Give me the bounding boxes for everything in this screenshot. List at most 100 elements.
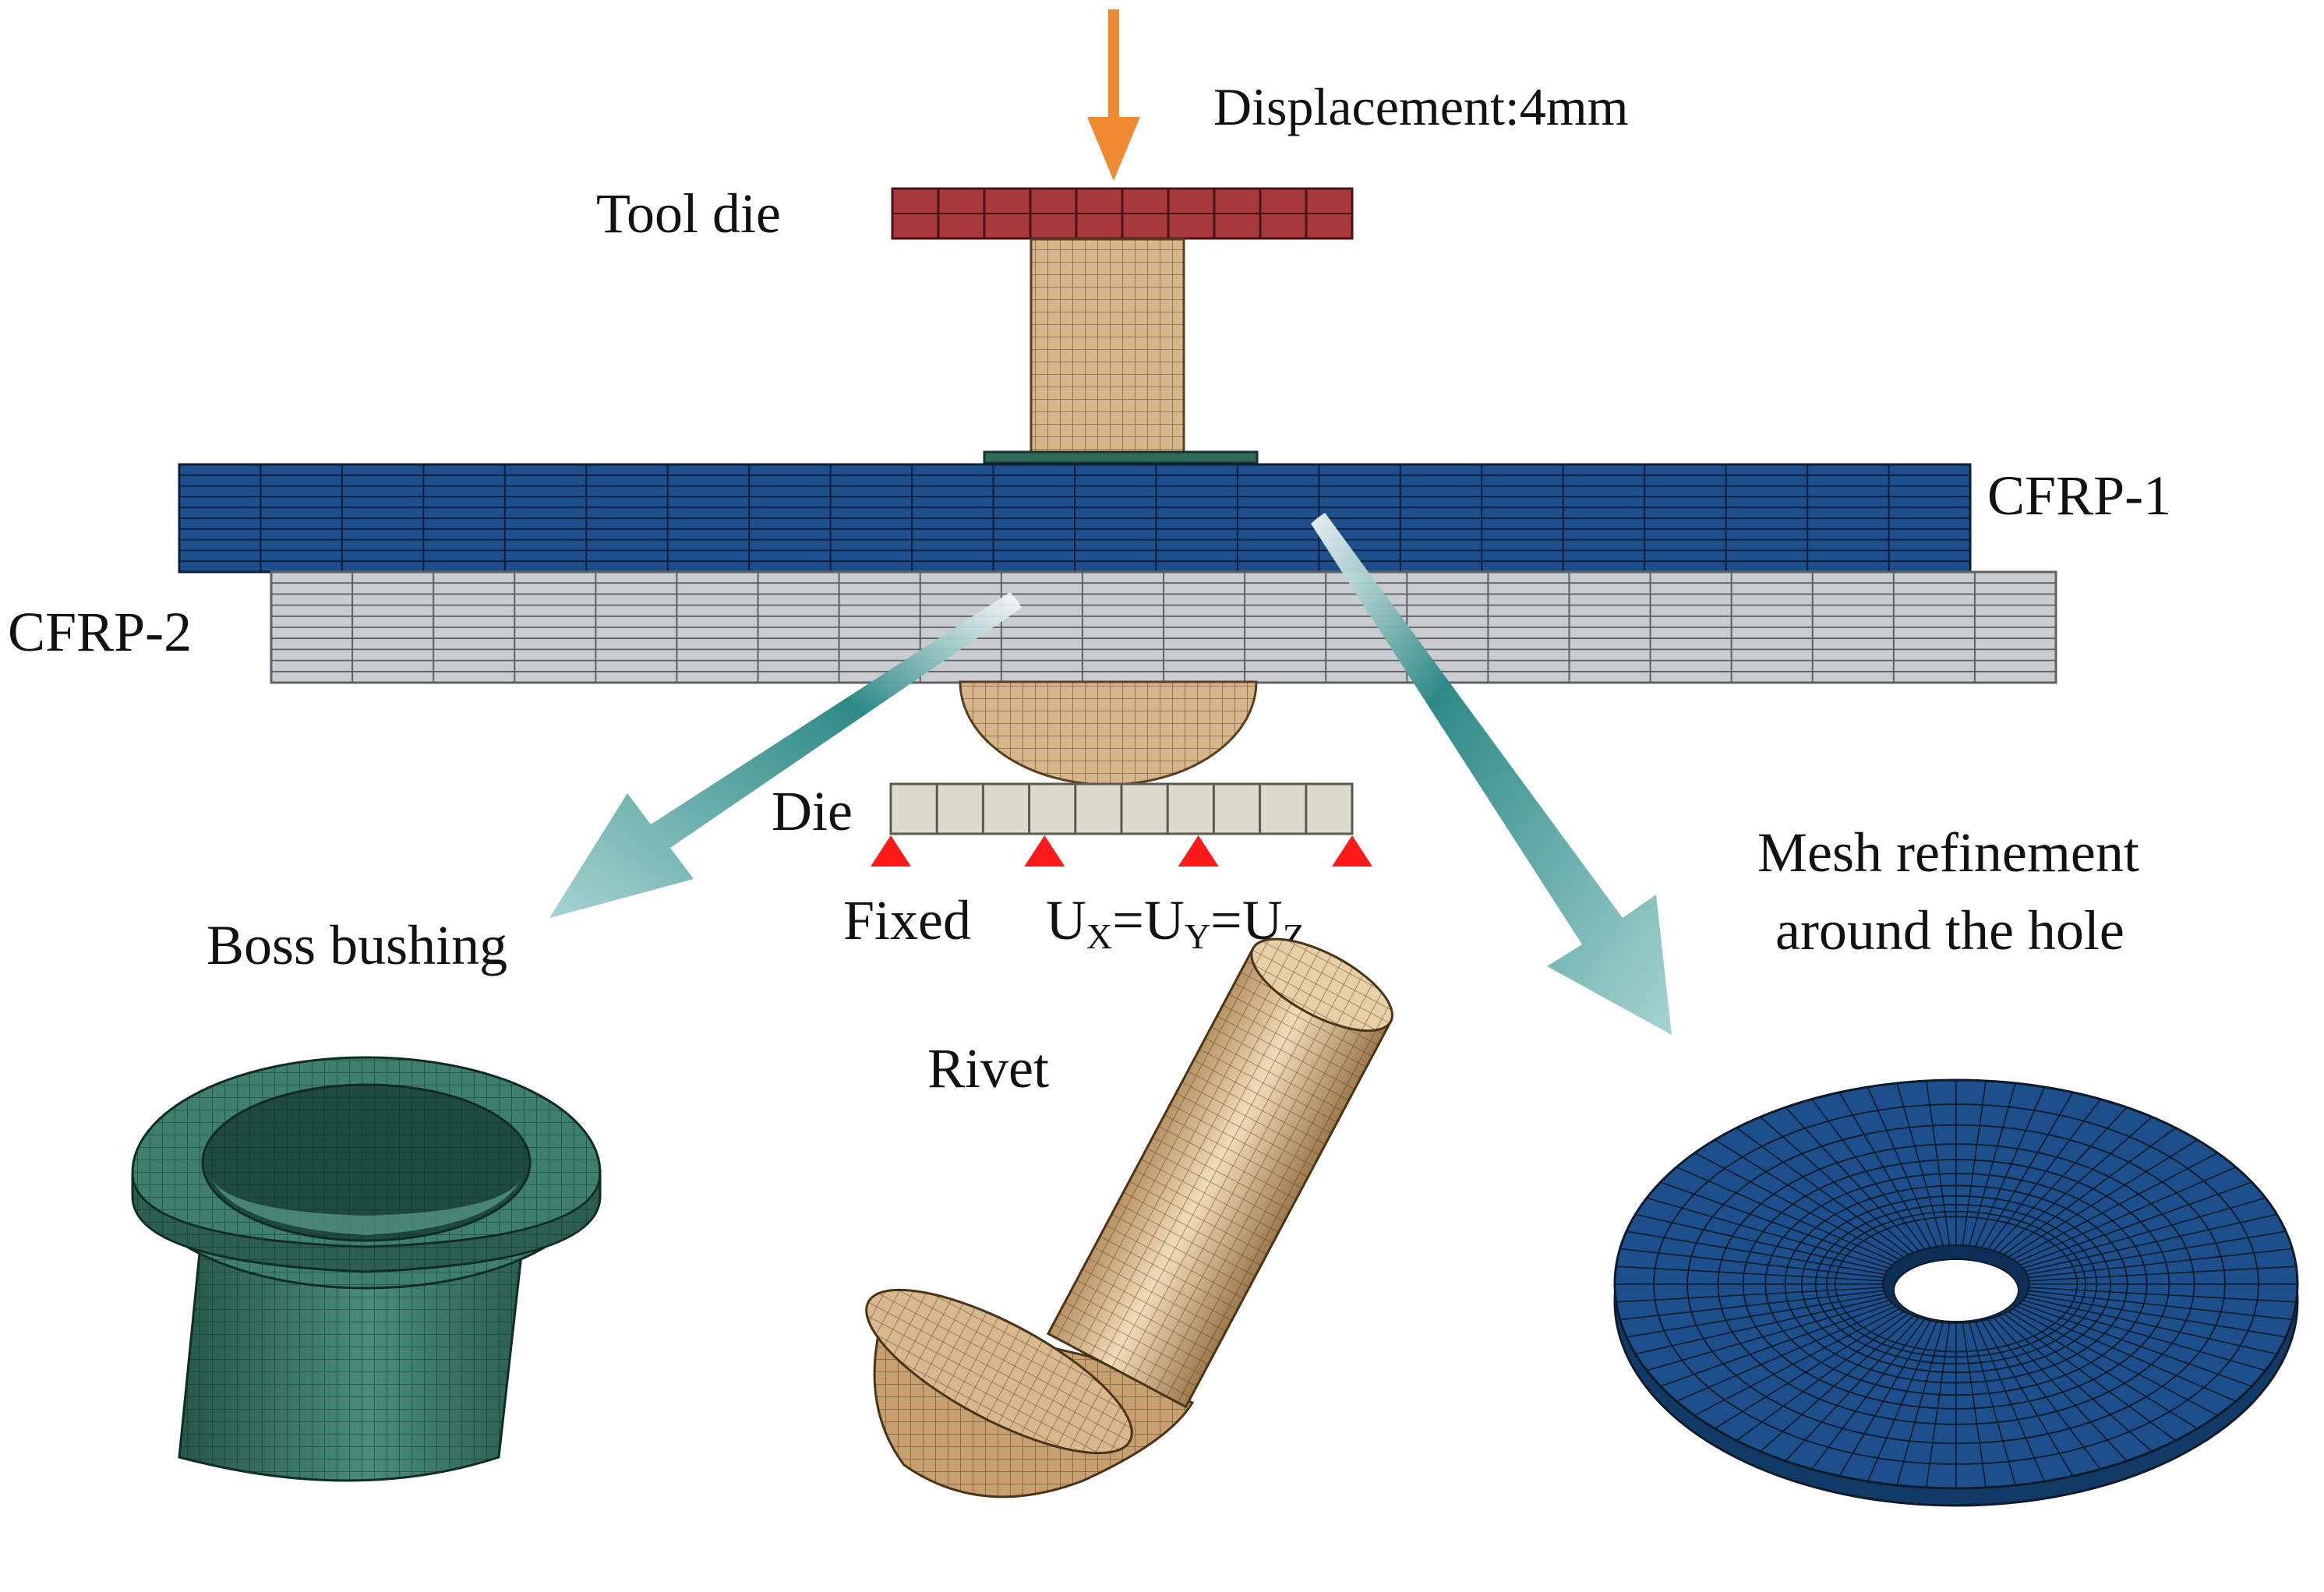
- disk-spoke-line: [2007, 1301, 2237, 1403]
- disk-spoke-line: [1736, 1307, 1917, 1442]
- disk-spoke-line: [2017, 1289, 2293, 1321]
- disk-spoke-line: [2012, 1297, 2266, 1371]
- disk-spoke-line: [1982, 1099, 2101, 1257]
- disk-spoke-line: [2016, 1230, 2287, 1277]
- disk-spoke-line: [2017, 1248, 2293, 1280]
- disk-spoke-line: [2003, 1152, 2218, 1265]
- disk-spoke-line: [1619, 1289, 1895, 1321]
- disk-spoke-line: [1676, 1166, 1905, 1267]
- disk-spoke-line: [1971, 1314, 2046, 1482]
- disk-spoke-line: [2018, 1265, 2297, 1283]
- fixed-label: Fixed: [843, 889, 971, 951]
- disk-spoke-line: [1660, 1299, 1902, 1387]
- disk-spoke-line: [1736, 1127, 1917, 1262]
- disk-spoke-line: [1867, 1086, 1941, 1255]
- disk-spoke-line: [1616, 1286, 1895, 1303]
- disk-spoke-line: [2018, 1286, 2297, 1303]
- rivet-shank-section: [1030, 238, 1185, 459]
- disk-spoke-line: [1991, 1116, 2153, 1259]
- disk-spoke-line: [2007, 1166, 2237, 1267]
- disk-spoke-line: [1971, 1086, 2046, 1255]
- bushing-flange-section: [983, 450, 1259, 464]
- rivet-head-section: [959, 680, 1258, 786]
- disk-spoke-line: [1982, 1311, 2101, 1470]
- disk-spoke-line: [1926, 1080, 1951, 1254]
- boss-bushing-label: Boss bushing: [207, 914, 507, 976]
- rivet-label: Rivet: [927, 1037, 1049, 1100]
- disk-spoke-line: [1838, 1092, 1936, 1255]
- disk-spoke-line: [1616, 1265, 1895, 1283]
- disk-spoke-line: [1976, 1313, 2074, 1477]
- disk-spoke-line: [1676, 1301, 1905, 1403]
- callout-arrow-right-icon: [1311, 513, 1672, 1035]
- disk-spoke-line: [1626, 1291, 1896, 1338]
- disk-spoke-line: [1995, 1127, 2177, 1262]
- disk-spoke-line: [1961, 1080, 1987, 1254]
- disk-spoke-line: [1867, 1314, 1941, 1482]
- disk-spoke-line: [1635, 1213, 1898, 1275]
- boss-bushing-model: [131, 1056, 602, 1482]
- load-arrow-head: [1087, 117, 1140, 181]
- disk-spoke-line: [1646, 1197, 1900, 1272]
- support-markers: [871, 835, 1372, 867]
- disk-spoke-line: [2003, 1304, 2218, 1417]
- disk-spoke-line: [1694, 1152, 1909, 1265]
- support-triangle-icon: [871, 835, 911, 867]
- disk-spoke-line: [1966, 1315, 2016, 1486]
- support-triangle-icon: [1024, 835, 1065, 867]
- disk-spoke-line: [1991, 1309, 2153, 1453]
- disk-spoke-line: [1714, 1305, 1913, 1429]
- disk-spoke-line: [1714, 1139, 1913, 1263]
- mesh-refinement-label-line2: around the hole: [1775, 899, 2124, 962]
- cfrp1-plate: [178, 463, 1972, 574]
- tool-die-label: Tool die: [596, 182, 781, 245]
- die-label: Die: [772, 780, 853, 842]
- disk-spoke-line: [2012, 1197, 2266, 1272]
- cfrp2-plate: [270, 570, 2057, 684]
- disk-spoke-line: [1896, 1082, 1946, 1254]
- disk-spoke-line: [1987, 1107, 2128, 1258]
- mesh-refinement-label-line1: Mesh refinement: [1757, 821, 2139, 884]
- disk-spoke-line: [1646, 1297, 1900, 1371]
- disk-spoke-line: [1626, 1230, 1896, 1277]
- disk-spoke-line: [1896, 1315, 1946, 1486]
- displacement-label: Displacement:4mm: [1213, 77, 1629, 136]
- support-triangle-icon: [1332, 835, 1372, 867]
- disk-spoke-line: [1838, 1313, 1936, 1477]
- cfrp1-label: CFRP-1: [1987, 464, 2171, 527]
- disk-spoke-line: [1926, 1315, 1951, 1488]
- disk-spoke-line: [1995, 1307, 2177, 1442]
- disk-spoke-line: [1635, 1294, 1898, 1355]
- support-triangle-icon: [1178, 835, 1219, 867]
- refined-mesh-disk-model: [1613, 1078, 2299, 1507]
- disk-spoke-line: [1619, 1248, 1895, 1280]
- disk-spoke-line: [2000, 1305, 2199, 1429]
- disk-spoke-line: [2010, 1299, 2252, 1387]
- disk-spoke-line: [1660, 1181, 1902, 1269]
- disk-spoke-line: [2000, 1139, 2199, 1263]
- disk-spoke-line: [2016, 1291, 2287, 1338]
- disk-spoke-line: [1811, 1311, 1930, 1470]
- disk-spoke-line: [1760, 1309, 1921, 1453]
- disk-spoke-line: [2010, 1181, 2252, 1269]
- cfrp2-label: CFRP-2: [8, 601, 192, 663]
- disk-spoke-line: [2014, 1213, 2277, 1275]
- disk-spoke-line: [1785, 1311, 1926, 1462]
- disk-spoke-line: [1961, 1315, 1987, 1488]
- disk-spoke-line: [1976, 1092, 2074, 1255]
- rivet-model: [865, 937, 1393, 1498]
- tool-die: [891, 187, 1354, 240]
- load-arrow-shaft: [1108, 9, 1119, 126]
- callout-arrow-left-icon: [549, 592, 1022, 918]
- disk-spoke-line: [1987, 1311, 2128, 1462]
- load-arrow-icon: [1087, 9, 1140, 181]
- disk-spoke-line: [2014, 1294, 2277, 1355]
- disk-hole: [1893, 1258, 2019, 1322]
- disk-spoke-line: [1811, 1099, 1930, 1257]
- disk-spoke-line: [1785, 1107, 1926, 1258]
- die-block: [889, 782, 1354, 835]
- disk-spoke-line: [1760, 1116, 1921, 1259]
- disk-spoke-line: [1694, 1304, 1909, 1417]
- disk-spoke-line: [1966, 1082, 2016, 1254]
